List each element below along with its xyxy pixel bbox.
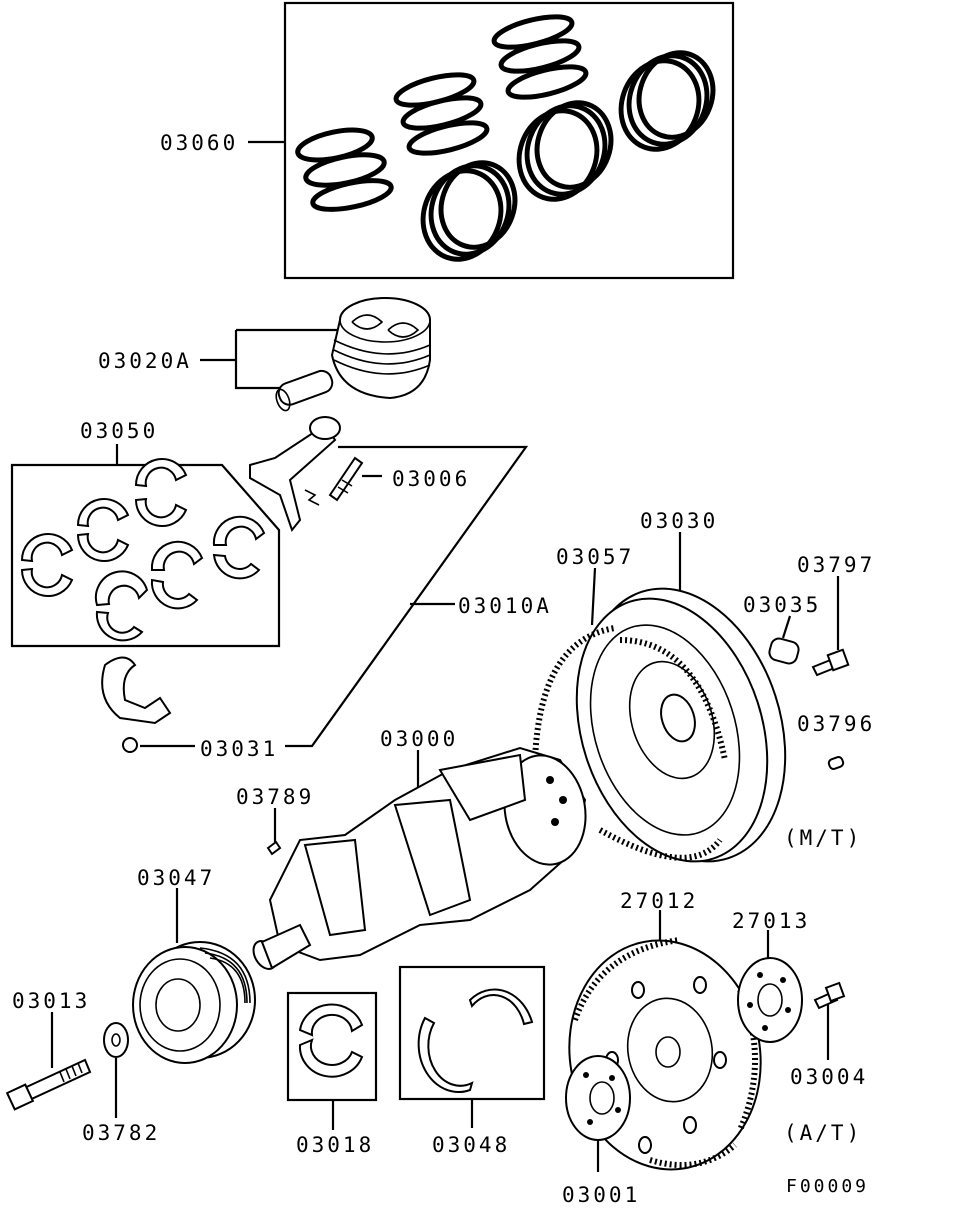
- thrust-washer-upper: [468, 988, 534, 1026]
- drive-plate-ring-gear: [572, 937, 758, 1168]
- leader-03057: [590, 567, 597, 626]
- piston-pin: [277, 369, 334, 406]
- crank-counterweight-2: [303, 838, 367, 937]
- label-03048: 03048: [432, 1133, 510, 1157]
- oil-ring-coil-3: [618, 50, 716, 152]
- connecting-rod-group: [101, 416, 529, 753]
- pilot-bearing-03035: [768, 637, 800, 665]
- leader-03035: [781, 615, 792, 639]
- crank-washer: [103, 1022, 129, 1058]
- drive-plate: [568, 939, 762, 1171]
- rod-nut: [122, 737, 138, 753]
- oil-ring-coil-1: [420, 160, 518, 262]
- label-03004: 03004: [790, 1065, 868, 1089]
- damper-pulley-group: [132, 888, 256, 1064]
- rod-small-end: [309, 416, 341, 440]
- bearing-03018-group: [286, 991, 378, 1130]
- label-03001: 03001: [562, 1183, 640, 1207]
- spacer-plate-27013: [737, 957, 803, 1043]
- piston-ring-set-group: [248, 1, 735, 280]
- ring-stack-1: [295, 127, 394, 212]
- drive-plate-at-group: [565, 910, 846, 1172]
- label-03000: 03000: [380, 727, 458, 751]
- connecting-rod-outline-leader: [285, 445, 529, 748]
- thrust-washer-03048-frame: [398, 965, 546, 1101]
- rod-bolt: [328, 456, 364, 502]
- label-03018: 03018: [296, 1133, 374, 1157]
- bearing-03018-lower: [298, 1038, 364, 1078]
- dowel-pin-03796: [827, 756, 845, 770]
- bearing-03018-upper: [298, 1003, 364, 1037]
- oil-ring-coil-2: [516, 100, 614, 202]
- piston-assembly: [200, 297, 431, 412]
- label-03020A: 03020A: [98, 349, 192, 373]
- label-03797: 03797: [797, 553, 875, 577]
- crank-bolt-group: [5, 1012, 129, 1118]
- flywheel-mt-group: [532, 532, 850, 863]
- piston-ring-set-frame: [283, 1, 735, 280]
- connecting-rod: [249, 423, 337, 533]
- label-03031: 03031: [200, 737, 278, 761]
- bearing-shell-1: [20, 533, 74, 597]
- crankshaft-flange: [503, 754, 587, 866]
- crank-counterweight-3: [438, 753, 527, 822]
- crank-counterweight-1: [393, 798, 472, 917]
- crankshaft-group: [252, 746, 587, 970]
- label-03013: 03013: [12, 989, 90, 1013]
- label-03789: 03789: [236, 785, 314, 809]
- rod-cap: [101, 656, 172, 725]
- main-bearing-set-group: [10, 444, 281, 648]
- label-03035: 03035: [743, 593, 821, 617]
- figure-code: F00009: [786, 1176, 869, 1197]
- label-03060: 03060: [160, 131, 238, 155]
- bearing-shell-5: [150, 540, 204, 610]
- label-03782: 03782: [82, 1121, 160, 1145]
- bearing-shell-6: [212, 515, 266, 580]
- woodruff-key-03789: [266, 840, 282, 856]
- bearing-shell-2: [76, 498, 130, 562]
- label-03796: 03796: [797, 712, 875, 736]
- flywheel-mt-hub: [660, 693, 696, 743]
- label-at: (A/T): [784, 1121, 862, 1145]
- damper-pulley: [132, 946, 238, 1064]
- label-03030: 03030: [640, 509, 718, 533]
- thrust-washer-lower: [417, 1016, 474, 1093]
- ring-gear-03057: [532, 625, 723, 861]
- adapter-plate-03001: [565, 1055, 631, 1141]
- bearing-shell-3: [134, 458, 188, 527]
- label-27013: 27013: [732, 909, 810, 933]
- ring-stack-2: [393, 72, 490, 156]
- thrust-washer-03048-group: [398, 965, 546, 1128]
- ring-stack-3: [491, 14, 589, 100]
- label-03010A: 03010A: [458, 594, 552, 618]
- label-mt: (M/T): [784, 826, 862, 850]
- label-03047: 03047: [137, 866, 215, 890]
- label-03050: 03050: [80, 419, 158, 443]
- leader-03020A: [200, 328, 340, 390]
- label-03057: 03057: [556, 545, 634, 569]
- label-27012: 27012: [620, 889, 698, 913]
- main-bearing-set-frame: [10, 463, 281, 648]
- bearing-shell-4: [94, 570, 149, 642]
- label-03006: 03006: [392, 467, 470, 491]
